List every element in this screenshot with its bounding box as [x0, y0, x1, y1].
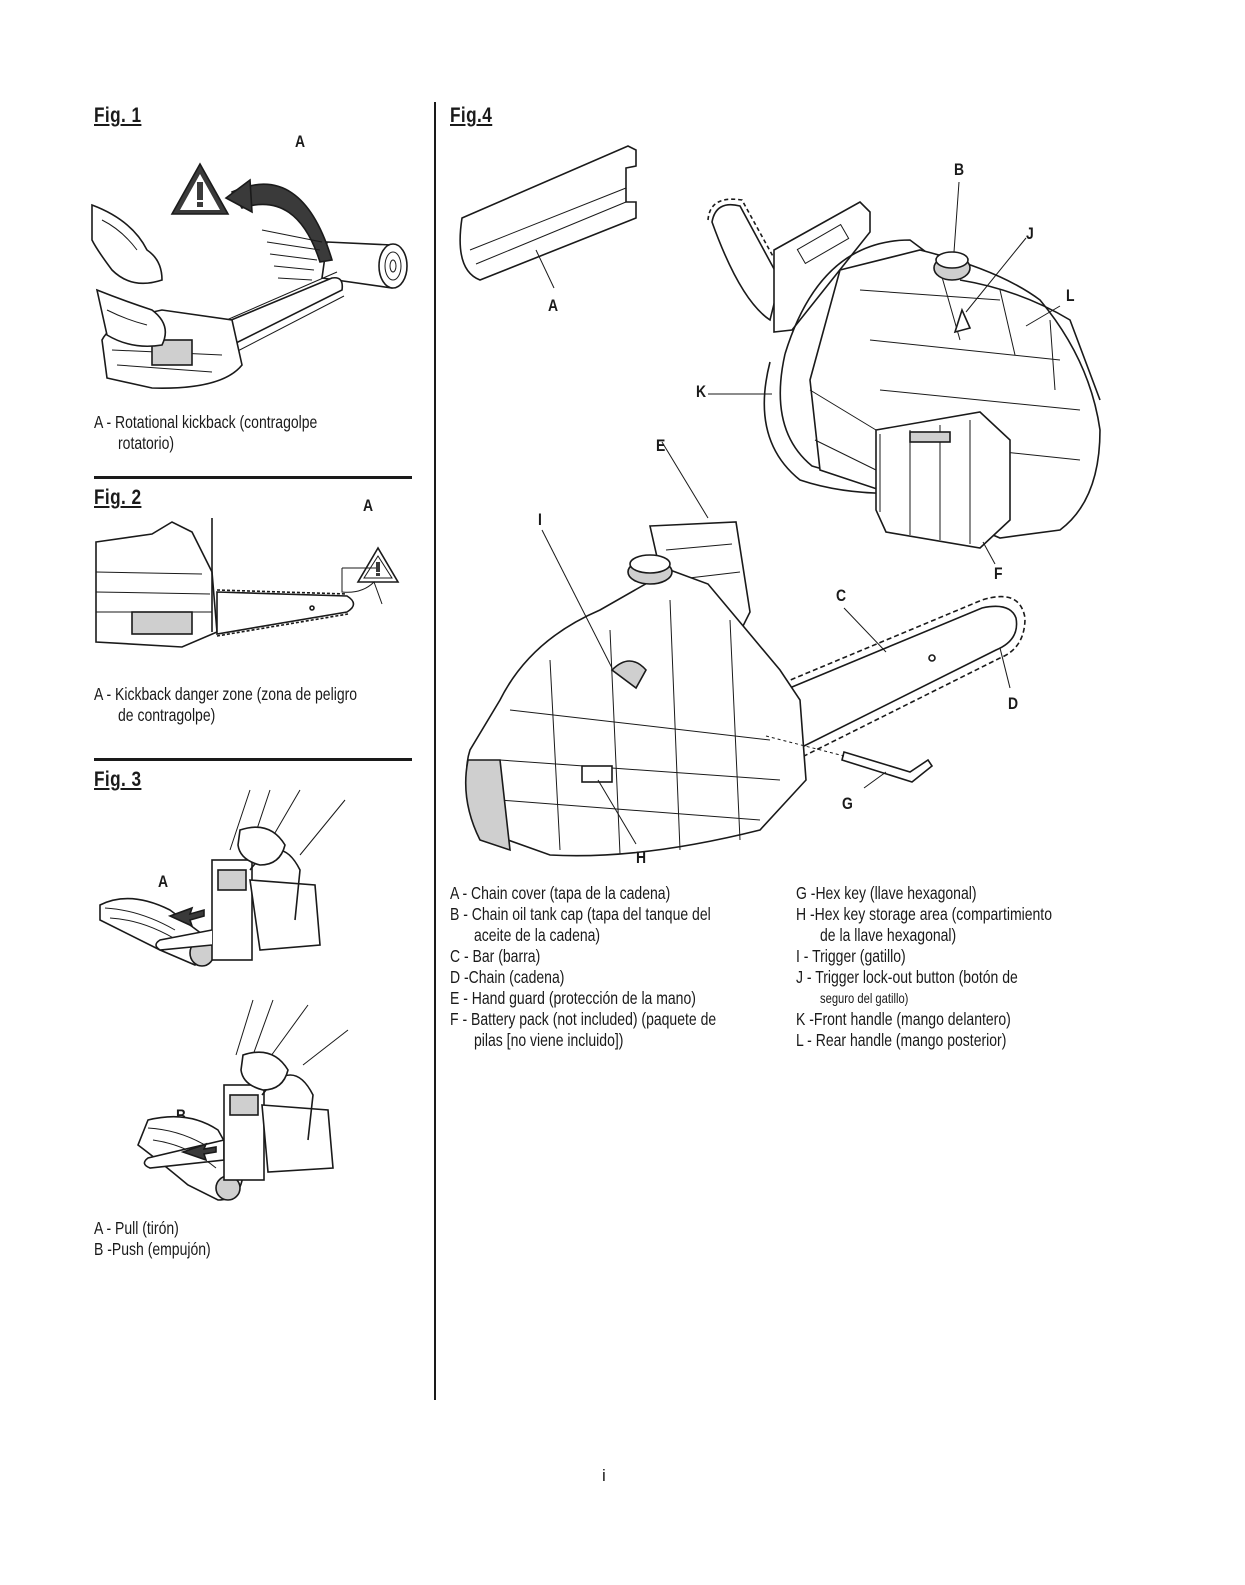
legend-item-a: A - Chain cover (tapa de la cadena) — [450, 883, 671, 903]
page-number: i — [602, 1466, 606, 1485]
fig2-label: Fig. 2 — [94, 486, 142, 509]
fig2-kickback-danger-zone-illustration — [95, 518, 400, 648]
divider-fig1-fig2 — [94, 476, 412, 479]
legend-item-c: C - Bar (barra) — [450, 946, 541, 966]
fig3-caption: A - Pull (tirón) B -Push (empujón) — [94, 1218, 211, 1260]
fig4-callout-g: G — [842, 794, 853, 813]
fig4-callout-b: B — [954, 160, 965, 179]
fig4-legend-right: G -Hex key (llave hexagonal) H -Hex key … — [796, 883, 1052, 1051]
legend-item-h-cont: de la llave hexagonal) — [820, 925, 957, 945]
fig1-caption-line2: rotatorio) — [118, 433, 175, 453]
fig2-callout-a: A — [363, 496, 374, 515]
fig1-caption: A - Rotational kickback (contragolpe rot… — [94, 412, 317, 454]
legend-item-h: H -Hex key storage area (compartimiento — [796, 904, 1052, 924]
legend-item-e: E - Hand guard (protección de la mano) — [450, 988, 696, 1008]
legend-item-f: F - Battery pack (not included) (paquete… — [450, 1009, 717, 1029]
fig1-rotational-kickback-illustration — [91, 162, 408, 389]
column-divider — [434, 102, 436, 1400]
fig4-callout-c: C — [836, 586, 847, 605]
legend-item-i: I - Trigger (gatillo) — [796, 946, 906, 966]
fig4-callout-i: I — [538, 510, 542, 529]
fig3-caption-line1: A - Pull (tirón) — [94, 1218, 179, 1238]
fig3-label: Fig. 3 — [94, 768, 142, 791]
fig4-callout-h: H — [636, 848, 647, 867]
fig1-label: Fig. 1 — [94, 104, 142, 127]
fig3-callout-a: A — [158, 872, 169, 891]
fig3-pull-cut-illustration — [99, 789, 346, 967]
legend-item-f-cont: pilas [no viene incluido]) — [474, 1030, 624, 1050]
fig2-caption-line1: A - Kickback danger zone (zona de peligr… — [94, 684, 358, 704]
fig4-callout-f: F — [994, 564, 1003, 583]
legend-item-j: J - Trigger lock-out button (botón de — [796, 967, 1018, 987]
legend-item-b: B - Chain oil tank cap (tapa del tanque … — [450, 904, 711, 924]
fig2-caption-line2: de contragolpe) — [118, 705, 216, 725]
divider-fig2-fig3 — [94, 758, 412, 761]
fig3-push-cut-illustration — [137, 999, 349, 1201]
fig4-callout-a: A — [548, 296, 559, 315]
fig4-chainsaw-parts-diagram — [459, 145, 1101, 857]
legend-item-g: G -Hex key (llave hexagonal) — [796, 883, 977, 903]
legend-item-b-cont: aceite de la cadena) — [474, 925, 601, 945]
fig4-callout-j: J — [1026, 224, 1034, 243]
fig4-callout-e: E — [656, 436, 666, 455]
fig3-callout-b: B — [176, 1106, 187, 1125]
fig4-callout-k: K — [696, 382, 707, 401]
fig1-callout-a: A — [295, 132, 306, 151]
legend-item-j-cont: seguro del gatillo) — [820, 990, 909, 1006]
legend-item-l: L - Rear handle (mango posterior) — [796, 1030, 1007, 1050]
fig2-caption: A - Kickback danger zone (zona de peligr… — [94, 684, 357, 726]
legend-item-d: D -Chain (cadena) — [450, 967, 565, 987]
fig4-legend-left: A - Chain cover (tapa de la cadena) B - … — [450, 883, 716, 1051]
fig4-label: Fig.4 — [450, 104, 493, 127]
fig4-callout-d: D — [1008, 694, 1019, 713]
fig4-callout-l: L — [1066, 286, 1075, 305]
fig1-caption-line1: A - Rotational kickback (contragolpe — [94, 412, 318, 432]
legend-item-k: K -Front handle (mango delantero) — [796, 1009, 1011, 1029]
fig3-caption-line2: B -Push (empujón) — [94, 1239, 211, 1259]
